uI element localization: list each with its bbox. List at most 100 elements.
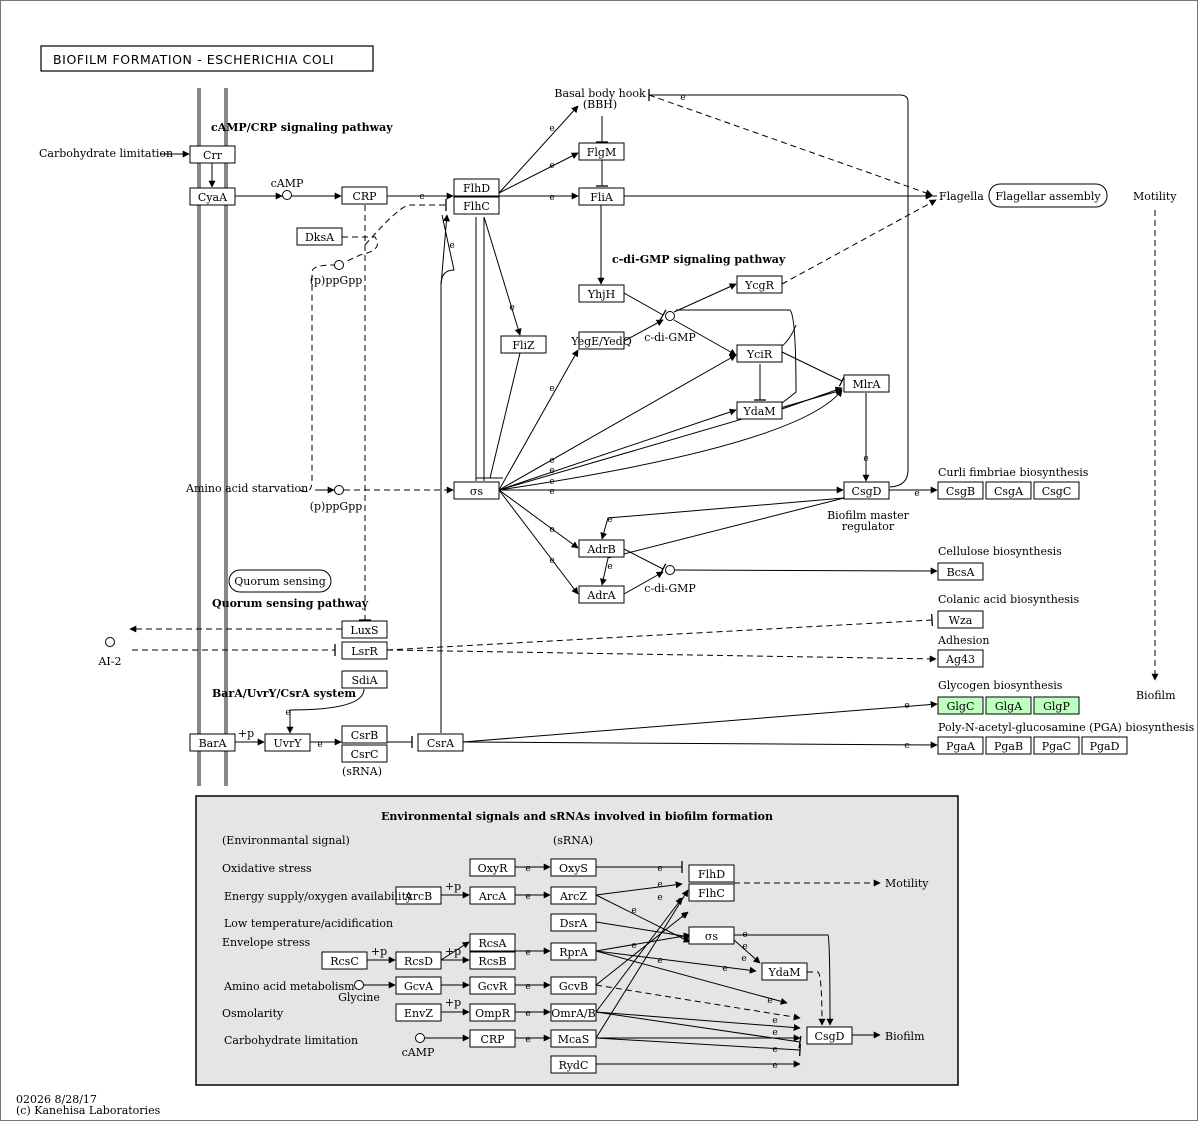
gene-gcvr[interactable]: GcvR <box>469 976 516 995</box>
gene-csrc[interactable]: CsrC <box>341 744 388 763</box>
gene-sdia[interactable]: SdiA <box>341 670 388 689</box>
gene-glga[interactable]: GlgA <box>985 696 1032 715</box>
gene-arcz[interactable]: ArcZ <box>550 886 597 905</box>
gene-dksa[interactable]: DksA <box>296 227 343 246</box>
label-cdigmp: c-di-GMP signaling pathway <box>612 253 786 266</box>
gene-flia[interactable]: FliA <box>578 187 625 206</box>
map-link-quorum-sensing[interactable]: Quorum sensing <box>228 569 332 593</box>
gene-ycgr[interactable]: YcgR <box>736 275 783 294</box>
edges-edge-51 <box>440 214 455 733</box>
gene-arca[interactable]: ArcA <box>469 886 516 905</box>
gene-glgc[interactable]: GlgC <box>937 696 984 715</box>
gene-luxs[interactable]: LuxS <box>341 620 388 639</box>
gene-rcsd[interactable]: RcsD <box>395 951 442 970</box>
gene-uvry[interactable]: UvrY <box>264 733 311 752</box>
gene-crp[interactable]: CRP <box>469 1029 516 1048</box>
gene-flgm[interactable]: FlgM <box>578 142 625 161</box>
gene-crp[interactable]: CRP <box>341 186 388 205</box>
gene-pgab[interactable]: PgaB <box>985 736 1032 755</box>
gene-wza[interactable]: Wza <box>937 610 984 629</box>
ppgpp-compound[interactable] <box>334 260 344 270</box>
svg-text:AdrA: AdrA <box>586 589 616 602</box>
gene-gcvb[interactable]: GcvB <box>550 976 597 995</box>
ppgpp-compound[interactable] <box>334 485 344 495</box>
gene-flhd[interactable]: FlhD <box>453 178 500 197</box>
edges-edge-62 <box>462 741 938 749</box>
gene-csra[interactable]: CsrA <box>417 733 464 752</box>
gene-rpra[interactable]: RprA <box>550 942 597 961</box>
label-motility: Motility <box>885 877 929 890</box>
gene-mcas[interactable]: McaS <box>550 1029 597 1048</box>
gene-mlra[interactable]: MlrA <box>843 374 890 393</box>
gene-flhc[interactable]: FlhC <box>688 883 735 902</box>
gene-csrb[interactable]: CsrB <box>341 725 388 744</box>
gene-csgb[interactable]: CsgB <box>937 481 984 500</box>
ai-2-compound[interactable] <box>105 637 115 647</box>
gene-fliz[interactable]: FliZ <box>500 335 547 354</box>
c-di-gmp-compound[interactable] <box>665 565 675 575</box>
gene-adrb[interactable]: AdrB <box>578 539 625 558</box>
camp-compound[interactable] <box>282 190 292 200</box>
gene-pgaa[interactable]: PgaA <box>937 736 984 755</box>
gene-ydam[interactable]: YdaM <box>736 401 783 420</box>
gene-dsra[interactable]: DsrA <box>550 913 597 932</box>
edge-label-e: e <box>607 562 612 572</box>
gene-rydc[interactable]: RydC <box>550 1055 597 1074</box>
gene-arcb[interactable]: ArcB <box>395 886 442 905</box>
gene-ydam[interactable]: YdaM <box>761 962 808 981</box>
label-biofilm: Biofilm <box>1136 689 1176 702</box>
gene-yegeyedq[interactable]: YegE/YedQ <box>570 331 632 350</box>
gene-ompr[interactable]: OmpR <box>469 1003 516 1022</box>
gene-oxys[interactable]: OxyS <box>550 858 597 877</box>
gene-oxyr[interactable]: OxyR <box>469 858 516 877</box>
label-p: +p <box>371 945 387 958</box>
gene-lsrr[interactable]: LsrR <box>341 641 388 660</box>
gene-gcva[interactable]: GcvA <box>395 976 442 995</box>
svg-text:CsgC: CsgC <box>1042 485 1072 498</box>
gene-sigma[interactable]: σs <box>688 926 735 945</box>
edge-label-e: e <box>525 982 530 992</box>
gene-bcsa[interactable]: BcsA <box>937 562 984 581</box>
svg-text:GcvR: GcvR <box>478 980 508 993</box>
gene-crr[interactable]: Crr <box>189 145 236 164</box>
gene-pgad[interactable]: PgaD <box>1081 736 1128 755</box>
c-di-gmp-compound[interactable] <box>665 311 675 321</box>
inset-edges <box>364 861 881 1068</box>
label-flagella: Flagella <box>939 190 984 203</box>
svg-text:FlgM: FlgM <box>587 146 616 159</box>
gene-yhjh[interactable]: YhjH <box>578 284 625 303</box>
gene-flhc[interactable]: FlhC <box>453 196 500 215</box>
gene-csga[interactable]: CsgA <box>985 481 1032 500</box>
svg-text:RcsC: RcsC <box>330 955 359 968</box>
glycine-compound[interactable] <box>354 980 364 990</box>
edges-edge-7 <box>498 105 579 194</box>
gene-ag43[interactable]: Ag43 <box>937 649 984 668</box>
gene-pgac[interactable]: PgaC <box>1033 736 1080 755</box>
label-motility: Motility <box>1133 190 1177 203</box>
camp-compound[interactable] <box>415 1033 425 1043</box>
gene-glgp[interactable]: GlgP <box>1033 696 1080 715</box>
gene-envz[interactable]: EnvZ <box>395 1003 442 1022</box>
map-link-flagellar-assembly[interactable]: Flagellar assembly <box>988 183 1108 208</box>
edges-edge-19 <box>781 324 797 347</box>
label-master2: regulator <box>842 520 895 533</box>
gene-flhd[interactable]: FlhD <box>688 864 735 883</box>
label-srna_header: (sRNA) <box>553 834 593 847</box>
svg-text:BIOFILM FORMATION - ESCHERICHI: BIOFILM FORMATION - ESCHERICHIA COLI <box>53 52 334 67</box>
gene-bara[interactable]: BarA <box>189 733 236 752</box>
gene-adra[interactable]: AdrA <box>578 585 625 604</box>
edge-label-e: e <box>904 741 909 751</box>
edge-label-e: e <box>525 1009 530 1019</box>
edge-label-e: e <box>722 964 727 974</box>
gene-ycir[interactable]: YciR <box>736 344 783 363</box>
edges-edge-56 <box>386 649 937 663</box>
gene-cyaa[interactable]: CyaA <box>189 187 236 206</box>
gene-csgd[interactable]: CsgD <box>806 1026 853 1045</box>
gene-csgd[interactable]: CsgD <box>843 481 890 500</box>
gene-omrab[interactable]: OmrA/B <box>550 1003 597 1022</box>
gene-rcsa[interactable]: RcsA <box>469 933 516 952</box>
gene-rcsc[interactable]: RcsC <box>321 951 368 970</box>
gene-rcsb[interactable]: RcsB <box>469 951 516 970</box>
gene-sigma[interactable]: σs <box>453 481 500 500</box>
gene-csgc[interactable]: CsgC <box>1033 481 1080 500</box>
